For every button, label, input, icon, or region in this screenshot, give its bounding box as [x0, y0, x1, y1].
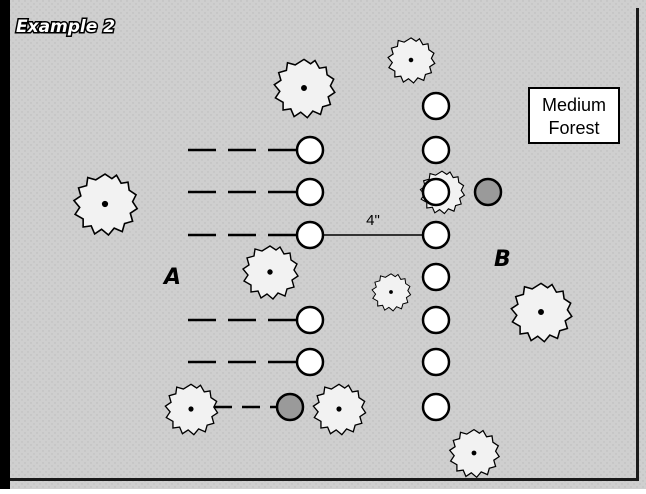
right-border [636, 8, 639, 480]
unit-a-models [275, 135, 325, 422]
model-base-icon [421, 262, 451, 292]
tree-icon [164, 383, 219, 436]
model-base-icon [421, 347, 451, 377]
tree-icon [449, 428, 500, 478]
model-base-icon [295, 135, 325, 165]
tree-icon [242, 245, 299, 300]
shaded-model-base-icon [473, 177, 503, 207]
model-base-icon [421, 392, 451, 422]
left-border [0, 0, 10, 489]
tree-icon [387, 37, 436, 84]
unit-b-label: B [494, 247, 511, 272]
tree-icon [312, 383, 367, 436]
diagram-title: Example 2 [16, 17, 115, 37]
model-base-icon [295, 305, 325, 335]
tree-icon [73, 173, 139, 236]
legend-line-1: Medium [542, 95, 606, 115]
unit-a-lines [188, 148, 296, 409]
model-base-icon [421, 91, 451, 121]
model-base-icon [421, 220, 451, 250]
model-base-icon [295, 177, 325, 207]
model-base-icon [421, 305, 451, 335]
bottom-border [10, 478, 639, 481]
distance-label: 4" [366, 212, 380, 229]
shaded-model-base-icon [275, 392, 305, 422]
terrain-legend: Medium Forest [528, 87, 620, 144]
tree-icon [273, 58, 336, 119]
tree-icon [371, 273, 412, 312]
model-base-icon [421, 177, 451, 207]
unit-a-label: A [162, 265, 181, 290]
model-base-icon [295, 220, 325, 250]
model-base-icon [421, 135, 451, 165]
tree-icon [510, 282, 573, 343]
legend-line-2: Forest [548, 118, 599, 138]
model-base-icon [295, 347, 325, 377]
unit-b-models [421, 91, 503, 422]
